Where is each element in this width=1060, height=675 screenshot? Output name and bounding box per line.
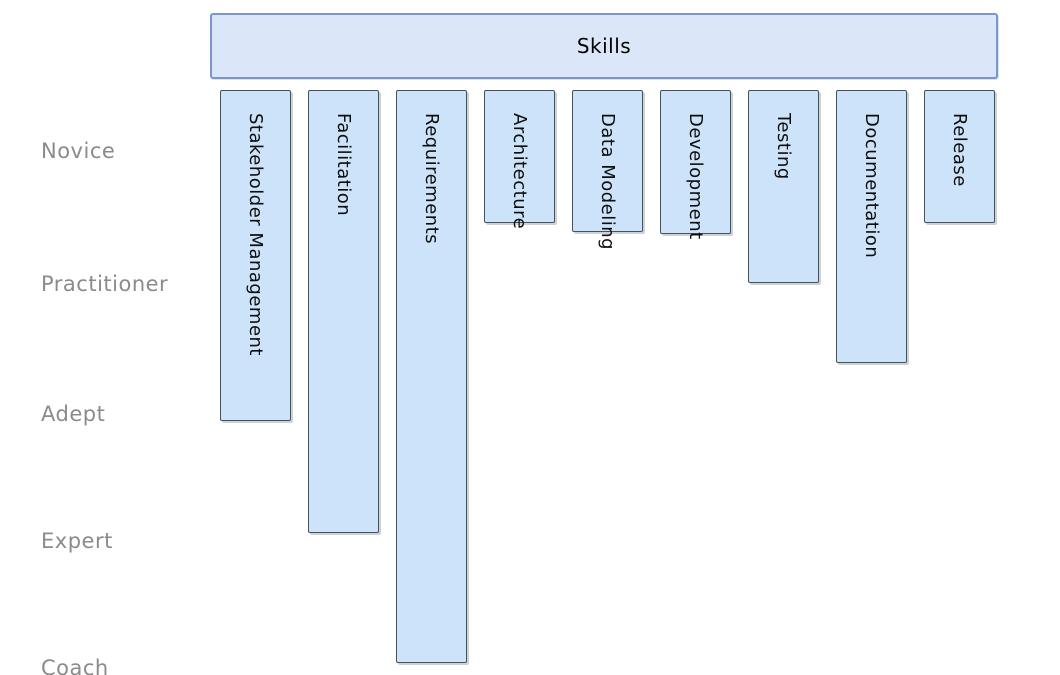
skill-bar-stakeholder-management: Stakeholder Management xyxy=(220,90,291,421)
skill-bar-label: Facilitation xyxy=(333,113,354,217)
skill-bar-label: Data Modeling xyxy=(597,113,618,251)
skill-bar-architecture: Architecture xyxy=(484,90,555,229)
level-label-practitioner: Practitioner xyxy=(41,272,169,296)
skill-bar-label: Documentation xyxy=(861,113,882,259)
skill-bar-development: Development xyxy=(660,90,731,240)
skill-bar-label: Architecture xyxy=(509,113,530,230)
skill-bar-label: Testing xyxy=(773,113,794,180)
skill-bar-label: Release xyxy=(949,113,970,187)
level-label-adept: Adept xyxy=(41,402,106,426)
skill-bar-release: Release xyxy=(924,90,995,223)
level-label-novice: Novice xyxy=(41,139,116,163)
skill-bar-label: Development xyxy=(685,113,706,240)
skill-bar-data-modeling: Data Modeling xyxy=(572,90,643,250)
skill-bar-facilitation: Facilitation xyxy=(308,90,379,533)
skill-bar-label: Requirements xyxy=(421,113,442,245)
skill-bar-testing: Testing xyxy=(748,90,819,283)
chart-title-bar: Skills xyxy=(210,13,998,79)
skill-bar-documentation: Documentation xyxy=(836,90,907,363)
level-label-coach: Coach xyxy=(41,656,109,675)
skill-bar-requirements: Requirements xyxy=(396,90,467,663)
skill-bar-label: Stakeholder Management xyxy=(245,113,266,356)
level-label-expert: Expert xyxy=(41,529,113,553)
chart-title: Skills xyxy=(576,34,632,58)
